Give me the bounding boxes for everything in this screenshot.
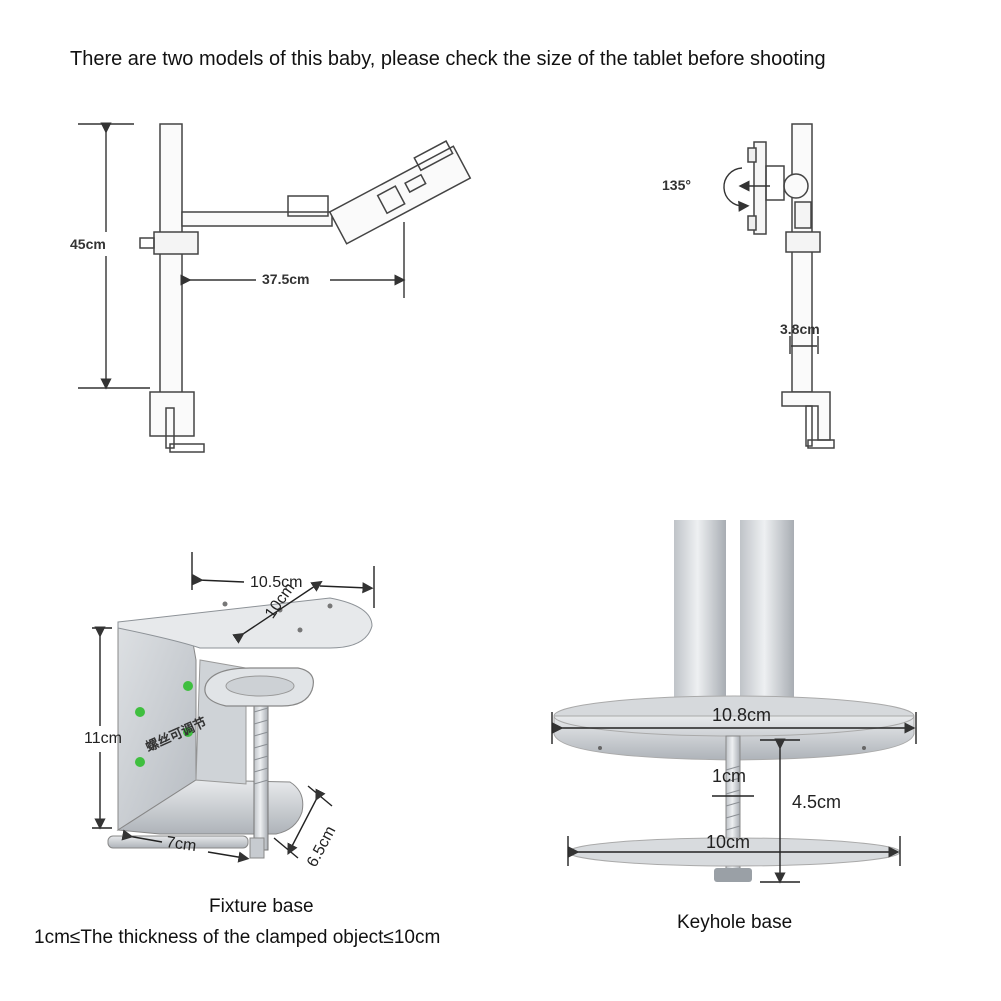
keyhole-base-dimensions xyxy=(551,712,917,884)
side-view-dimensions xyxy=(723,167,819,354)
fixture-base-drawing xyxy=(107,597,373,859)
fixture-height-label: 11cm xyxy=(84,730,122,747)
fixture-caption: Fixture base xyxy=(209,896,314,917)
side-pole-label: 3.8cm xyxy=(780,321,820,337)
front-height-label: 45cm xyxy=(70,236,106,252)
keyhole-top-label: 10.8cm xyxy=(712,705,772,725)
fixture-base-dimensions xyxy=(92,552,375,863)
side-angle-label: 135° xyxy=(662,177,691,193)
fixture-width-label: 10.5cm xyxy=(250,574,303,591)
front-arm-label: 37.5cm xyxy=(262,271,310,287)
keyhole-bolt-label: 1cm xyxy=(712,766,747,786)
side-view-drawing xyxy=(747,123,835,449)
fixture-thickness-note: 1cm≤The thickness of the clamped object≤… xyxy=(34,927,441,948)
keyhole-caption: Keyhole base xyxy=(677,912,793,933)
keyhole-bottom-label: 10cm xyxy=(706,832,751,852)
keyhole-gap-label: 4.5cm xyxy=(792,792,842,812)
front-view-dimensions xyxy=(78,122,406,390)
page-header: There are two models of this baby, pleas… xyxy=(70,48,826,70)
front-view-drawing xyxy=(139,123,472,453)
keyhole-base-drawing xyxy=(553,520,915,882)
